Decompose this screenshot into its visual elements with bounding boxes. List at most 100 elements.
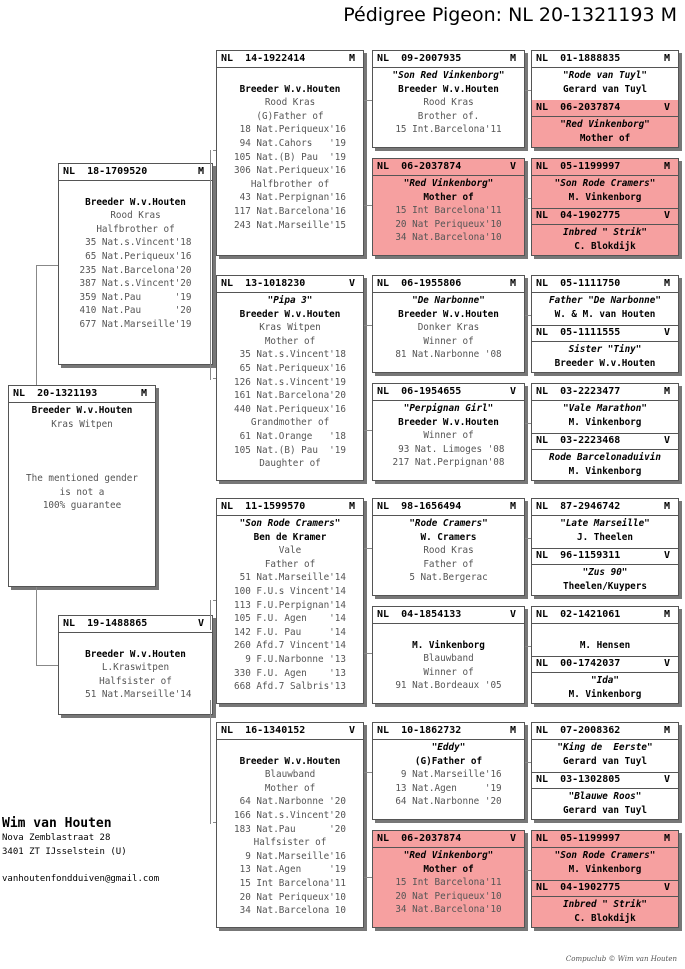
header-divider <box>532 341 678 342</box>
gender-label: V <box>663 210 670 221</box>
detail-line: "Son Rode Cramers" <box>239 518 341 529</box>
detail-line: "Red Vinkenborg" <box>403 178 494 189</box>
detail-line <box>59 634 212 648</box>
detail-line: M. Vinkenborg <box>568 465 642 477</box>
pigeon-details: "Red Vinkenborg"Mother of <box>532 118 678 145</box>
gender-label: V <box>663 550 670 561</box>
detail-line: 105 F.U. Agen '14 <box>234 613 346 625</box>
detail-line <box>373 625 524 639</box>
detail-line: Gerard van Tuyl <box>563 755 647 767</box>
detail-line: Blauwband <box>423 653 474 665</box>
pigeon-details: "Son Rode Cramers"M. Vinkenborg <box>532 177 678 204</box>
pigeon-details: "Blauwe Roos"Gerard van Tuyl <box>532 790 678 817</box>
detail-line: Grandmother of <box>250 417 330 429</box>
header-divider <box>373 175 524 176</box>
header-divider <box>532 896 678 897</box>
header-divider <box>217 67 363 68</box>
detail-line: is not a <box>59 486 105 498</box>
detail-line: 9 Nat.Marseille'16 <box>234 850 346 862</box>
tree-connector <box>525 538 531 539</box>
ring-number: NL 05-1199997 <box>536 161 621 172</box>
gender-label: M <box>663 725 670 736</box>
pigeon-details: M. Hensen <box>532 625 678 652</box>
tree-connector <box>525 646 531 647</box>
pigeon-details: Inbred " Strik"C. Blokdijk <box>532 898 678 925</box>
detail-line: 13 Nat.Agen '19 <box>395 782 502 794</box>
detail-line: 15 Int Barcelona'11 <box>234 877 346 889</box>
detail-line: 100 F.U.s Vincent'14 <box>234 585 346 597</box>
highlight-background <box>532 100 678 147</box>
pair-divider <box>532 433 678 434</box>
gender-label: V <box>509 609 516 620</box>
detail-line: 217 Nat.Perpignan'08 <box>392 457 505 469</box>
detail-line: 142 F.U. Pau '14 <box>234 626 346 638</box>
detail-line: Kras Witpen <box>51 418 113 430</box>
gender-label: M <box>663 161 670 172</box>
pigeon-details: "Ida"M. Vinkenborg <box>532 674 678 701</box>
gender-label: M <box>663 278 670 289</box>
detail-line: Winner of <box>423 666 474 678</box>
pigeon-details: "Son Rode Cramers"M. Vinkenborg <box>532 849 678 876</box>
gender-label: M <box>509 501 516 512</box>
tree-connector <box>525 870 531 871</box>
detail-line: 51 Nat.Marseille'14 <box>234 572 346 584</box>
header-divider <box>373 515 524 516</box>
detail-line: 20 Nat Periqueux'10 <box>395 890 502 902</box>
pair-divider <box>532 880 678 881</box>
gender-label: V <box>663 102 670 113</box>
gender-label: V <box>509 833 516 844</box>
detail-line: 9 Nat.Marseille'16 <box>395 769 502 781</box>
detail-line: Breeder W.v.Houten <box>239 755 341 767</box>
header-divider <box>532 67 678 68</box>
gender-label: M <box>663 833 670 844</box>
detail-line: 235 Nat.Barcelona'20 <box>79 264 192 276</box>
detail-line: Breeder W.v.Houten <box>398 83 499 95</box>
ring-number: NL 20-1321193 <box>13 388 98 399</box>
detail-line: Rood Kras <box>423 545 474 557</box>
detail-line: C. Blokdijk <box>574 240 636 252</box>
header-divider <box>59 632 212 633</box>
detail-line: "King de Eerste" <box>557 742 653 753</box>
detail-line: "Blauwe Roos" <box>568 791 642 802</box>
pigeon-details: Sister "Tiny"Breeder W.v.Houten <box>532 343 678 370</box>
detail-line: "Son Rode Cramers" <box>554 850 656 861</box>
header-divider <box>532 739 678 740</box>
gender-label: M <box>197 166 204 177</box>
pair-divider <box>532 208 678 209</box>
ring-number: NL 98-1656494 <box>377 501 462 512</box>
detail-line: M. Vinkenborg <box>568 191 642 203</box>
detail-line: 64 Nat.Narbonne '20 <box>234 796 346 808</box>
detail-line: Brother of. <box>417 110 480 122</box>
ring-number: NL 10-1862732 <box>377 725 462 736</box>
owner-email[interactable]: vanhoutenfondduiven@gmail.com <box>2 873 160 884</box>
detail-line: Daughter of <box>259 458 321 470</box>
ring-number: NL 18-1709520 <box>63 166 148 177</box>
tree-connector <box>525 423 531 424</box>
gg-grandparent-pair-card: NL 05-1199997 M "Son Rode Cramers"M. Vinke… <box>531 830 679 928</box>
detail-line <box>59 182 212 196</box>
pair-divider <box>532 772 678 773</box>
detail-line: Rode Barcelonaduivin <box>549 452 661 463</box>
gender-label: M <box>509 53 516 64</box>
gender-label: M <box>140 388 147 399</box>
ring-number: NL 05-1199997 <box>536 833 621 844</box>
detail-line: Vale <box>278 545 302 557</box>
ring-number: NL 09-2007935 <box>377 53 462 64</box>
detail-line: 34 Nat.Barcelona'10 <box>395 232 502 244</box>
detail-line: Rood Kras <box>264 97 316 109</box>
owner-address-city: 3401 ZT IJsselstein (U) <box>2 846 127 857</box>
detail-line: Inbred " Strik" <box>563 899 647 910</box>
